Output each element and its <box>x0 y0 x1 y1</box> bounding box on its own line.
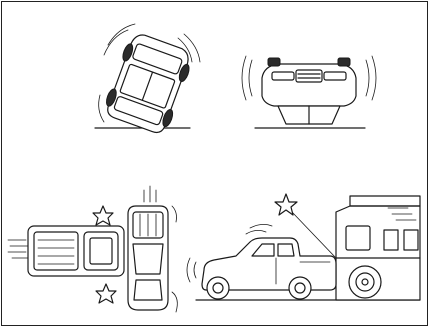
car-rollover-front-icon <box>242 56 376 128</box>
car-rollover-side-icon <box>95 24 200 136</box>
car-rear-impact-icon <box>187 194 420 300</box>
car-side-impact-icon <box>8 186 177 312</box>
